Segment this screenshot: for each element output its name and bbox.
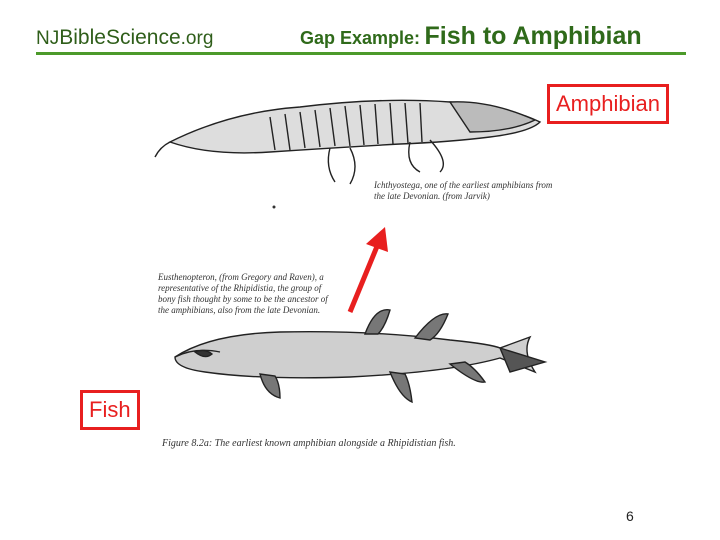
fossil-illustration <box>154 99 548 404</box>
slide-title: Gap Example: Fish to Amphibian <box>300 22 642 51</box>
fish-drawing <box>174 309 548 404</box>
logo-science: Science <box>105 26 181 49</box>
fish-label: Fish <box>80 390 140 430</box>
amphibian-skeleton <box>154 99 542 185</box>
figure-caption: Figure 8.2a: The earliest known amphibia… <box>162 438 456 449</box>
arrow-icon <box>347 227 388 313</box>
title-prefix: Gap Example: <box>300 28 421 48</box>
page-number: 6 <box>626 508 634 524</box>
title-main: Fish to Amphibian <box>424 22 642 50</box>
logo-org: .org <box>180 28 214 49</box>
site-logo: NJBibleScience.org <box>36 26 213 50</box>
fish-caption: Eusthenopteron, (from Gregory and Raven)… <box>158 272 328 315</box>
logo-bible: Bible <box>59 26 106 49</box>
amphibian-caption: Ichthyostega, one of the earliest amphib… <box>374 180 553 201</box>
amphibian-label: Amphibian <box>547 84 669 124</box>
title-divider <box>36 52 686 55</box>
logo-nj: NJ <box>36 28 60 49</box>
